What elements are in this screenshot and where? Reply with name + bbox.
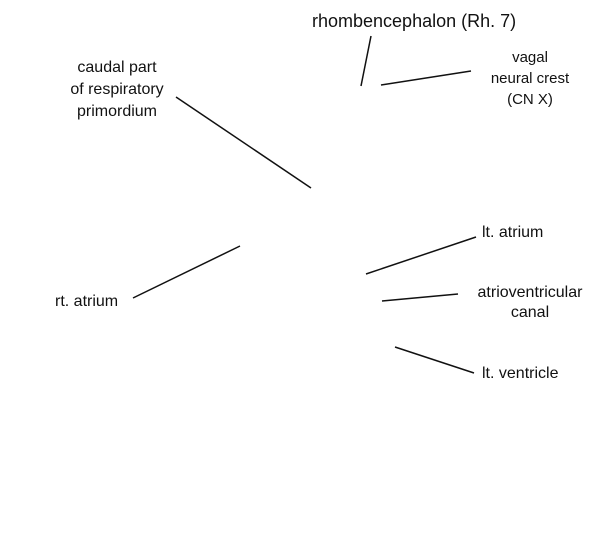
leader-line-lt-ventricle <box>394 346 475 374</box>
leader-line-vagal <box>380 70 472 86</box>
leader-line-rt-atrium <box>132 245 241 299</box>
label-lt-ventricle: lt. ventricle <box>482 365 559 382</box>
leader-line-respiratory <box>175 96 312 189</box>
label-vagal-neural-crest: vagal neural crest (CN X) <box>480 47 580 110</box>
label-av-canal: atrioventricular canal <box>460 283 600 323</box>
label-line: canal <box>510 304 550 321</box>
label-line: atrioventricular <box>477 284 583 301</box>
leader-line-av-canal <box>381 293 459 302</box>
label-line: of respiratory <box>70 81 164 98</box>
label-respiratory-primordium: caudal part of respiratory primordium <box>52 57 182 123</box>
label-rt-atrium: rt. atrium <box>55 293 119 310</box>
label-line: caudal part <box>77 59 157 76</box>
label-line: primordium <box>76 103 157 120</box>
label-line: neural crest <box>490 70 570 87</box>
leader-line-rhombencephalon <box>360 35 372 87</box>
label-lt-atrium: lt. atrium <box>482 224 544 241</box>
label-line: vagal <box>512 49 548 66</box>
label-rhombencephalon: rhombencephalon (Rh. 7) <box>312 11 517 31</box>
label-line: (CN X) <box>507 91 553 108</box>
leader-line-lt-atrium <box>365 236 477 275</box>
